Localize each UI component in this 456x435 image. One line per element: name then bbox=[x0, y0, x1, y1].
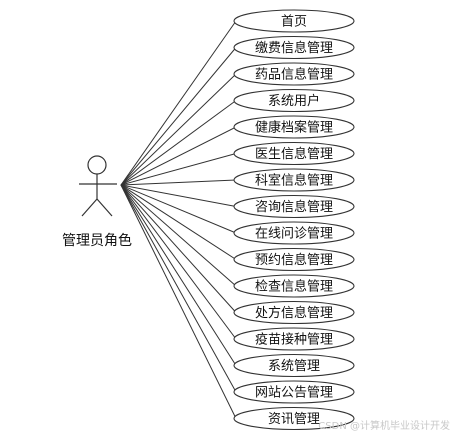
use-case-label: 资讯管理 bbox=[268, 412, 320, 427]
use-case-label: 在线问诊管理 bbox=[255, 227, 333, 242]
association-lines bbox=[120, 20, 237, 419]
use-case: 系统用户 bbox=[233, 88, 355, 113]
association-line bbox=[120, 184, 237, 207]
use-case-ellipse bbox=[233, 353, 355, 378]
association-line bbox=[120, 100, 237, 186]
use-case: 在线问诊管理 bbox=[233, 221, 355, 245]
use-case-label: 科室信息管理 bbox=[255, 173, 333, 189]
association-line bbox=[120, 179, 237, 186]
actor-left-leg bbox=[81, 198, 98, 217]
use-case: 检查信息管理 bbox=[233, 274, 355, 298]
use-case: 缴费信息管理 bbox=[233, 35, 355, 60]
association-line bbox=[120, 73, 237, 186]
use-case-label: 首页 bbox=[281, 15, 307, 30]
use-case: 处方信息管理 bbox=[233, 300, 355, 325]
use-case: 疫苗接种管理 bbox=[233, 327, 355, 351]
association-line bbox=[120, 184, 237, 287]
association-line bbox=[120, 126, 237, 186]
actor-figure bbox=[79, 155, 117, 217]
association-line bbox=[120, 184, 237, 234]
use-case-label: 检查信息管理 bbox=[255, 279, 333, 295]
use-case-ellipse bbox=[233, 168, 355, 192]
use-case-ellipse bbox=[233, 194, 355, 219]
use-case: 资讯管理 bbox=[233, 406, 355, 431]
use-case-label: 预约信息管理 bbox=[255, 252, 333, 268]
use-case-ellipse bbox=[233, 35, 355, 60]
use-case: 药品信息管理 bbox=[233, 62, 355, 86]
use-case-label: 系统管理 bbox=[268, 359, 320, 374]
use-case: 系统管理 bbox=[233, 353, 355, 378]
use-case-ellipse bbox=[233, 327, 355, 351]
use-case-ellipse bbox=[233, 9, 355, 33]
association-line bbox=[120, 184, 237, 366]
use-case-ellipse bbox=[233, 274, 355, 298]
use-case-label: 处方信息管理 bbox=[255, 305, 333, 321]
actor-right-leg bbox=[96, 198, 113, 217]
actor-head bbox=[87, 155, 107, 175]
use-case-ellipse bbox=[233, 247, 355, 272]
use-case-label: 咨询信息管理 bbox=[255, 199, 333, 215]
use-case-label: 缴费信息管理 bbox=[255, 40, 333, 56]
use-case: 健康档案管理 bbox=[233, 115, 355, 139]
association-line bbox=[120, 153, 237, 186]
use-case: 网站公告管理 bbox=[233, 380, 355, 404]
use-case: 咨询信息管理 bbox=[233, 194, 355, 219]
use-case-ellipse bbox=[233, 221, 355, 245]
use-case-ellipse bbox=[233, 115, 355, 139]
use-case-label: 系统用户 bbox=[268, 93, 320, 109]
use-case-ellipse bbox=[233, 62, 355, 86]
use-case-ellipse bbox=[233, 141, 355, 166]
use-case-label: 健康档案管理 bbox=[255, 120, 333, 136]
use-case: 科室信息管理 bbox=[233, 168, 355, 192]
use-case-label: 医生信息管理 bbox=[255, 146, 333, 162]
use-case: 医生信息管理 bbox=[233, 141, 355, 166]
association-line bbox=[120, 184, 237, 340]
watermark: CSDN @计算机毕业设计开发 bbox=[318, 421, 450, 432]
use-case: 预约信息管理 bbox=[233, 247, 355, 272]
use-case-ellipse bbox=[233, 380, 355, 404]
use-case-ellipse bbox=[233, 300, 355, 325]
actor-label: 管理员角色 bbox=[62, 232, 132, 249]
use-case-label: 疫苗接种管理 bbox=[255, 332, 333, 348]
association-line bbox=[120, 47, 237, 186]
use-case-ellipse bbox=[233, 406, 355, 431]
association-line bbox=[120, 184, 237, 393]
use-case-ellipse bbox=[233, 88, 355, 113]
use-case-label: 药品信息管理 bbox=[255, 67, 333, 83]
association-line bbox=[120, 184, 237, 260]
use-case-label: 网站公告管理 bbox=[255, 386, 333, 401]
association-line bbox=[120, 20, 237, 186]
association-line bbox=[120, 184, 237, 313]
association-line bbox=[120, 184, 237, 419]
use-case-list: 首页缴费信息管理药品信息管理系统用户健康档案管理医生信息管理科室信息管理咨询信息… bbox=[233, 9, 355, 431]
use-case: 首页 bbox=[233, 9, 355, 33]
